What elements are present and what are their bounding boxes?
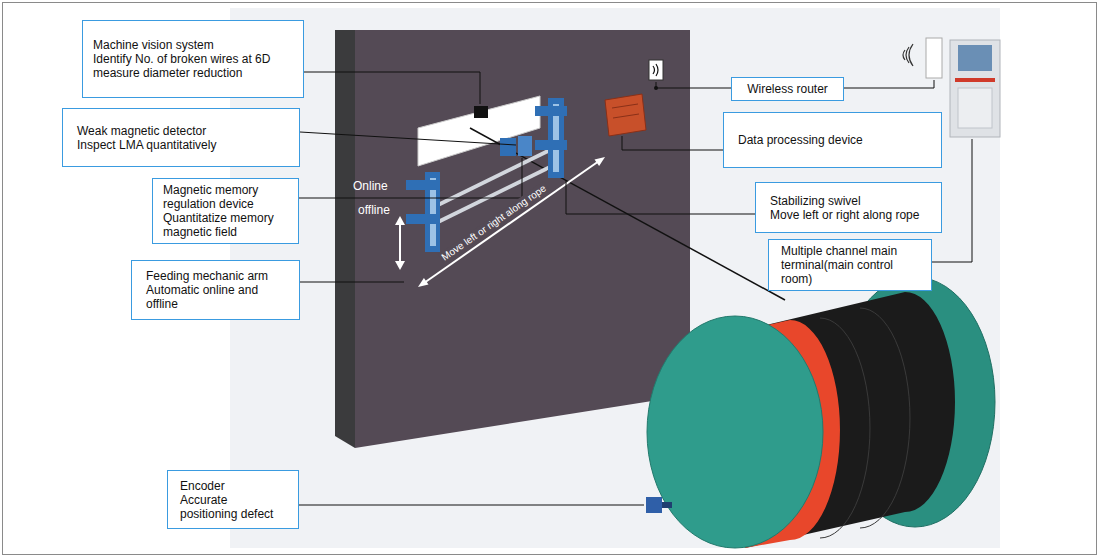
terminal: [950, 40, 1000, 137]
callout-text: Move left or right along rope: [770, 208, 927, 222]
leader-line: [299, 505, 644, 506]
leader-line: [566, 180, 755, 214]
encoder: [646, 497, 662, 513]
leader-line: [304, 72, 480, 104]
leader-line: [622, 136, 723, 150]
clamp: [535, 106, 567, 116]
scene-ground: [230, 8, 1000, 548]
callout-text: Accurate positioning defect: [180, 493, 286, 521]
memory-device: [500, 138, 516, 156]
data-device: [605, 94, 646, 136]
wifi-icon: [653, 64, 658, 76]
weak-magnetic-detector: [518, 136, 532, 156]
callout-text: Inspect LMA quantitatively: [77, 138, 285, 152]
callout-box: Wireless router: [731, 77, 844, 101]
wall-front: [355, 30, 690, 448]
router: [926, 38, 942, 78]
arrow: [399, 222, 401, 264]
spool-flange: [647, 316, 823, 548]
leader-dot: [654, 86, 658, 90]
callout-text: Automatic online and offline: [146, 283, 285, 311]
arrow-head: [595, 157, 606, 166]
callout-box: EncoderAccurate positioning defect: [167, 470, 299, 529]
callout-text: Feeding mechanic arm: [146, 269, 285, 283]
clamp: [406, 180, 440, 190]
frame: [3, 3, 1097, 555]
wall-label: Online: [353, 179, 388, 193]
callout-box: Feeding mechanic armAutomatic online and…: [131, 260, 300, 320]
callout-text: Machine vision system: [93, 38, 293, 52]
terminal: [958, 88, 992, 128]
leader-line: [300, 282, 404, 283]
terminal: [955, 78, 995, 82]
data-device: [612, 104, 638, 108]
wifi-icon: [903, 44, 913, 66]
callout-box: Multiple channel main terminal(main cont…: [768, 239, 932, 291]
callout-box: Data processing device: [723, 112, 942, 168]
leader-line: [299, 158, 522, 198]
callout-text: Stabilizing swivel: [770, 194, 927, 208]
callout-text: Wireless router: [736, 82, 839, 96]
wall-slot: [418, 96, 540, 166]
leader-line: [844, 80, 934, 88]
leader-lines: [299, 72, 972, 505]
arrow-head: [395, 261, 405, 270]
wall-label: offline: [358, 203, 390, 217]
arrow-head: [418, 278, 429, 287]
clamp: [535, 140, 567, 150]
clamp: [406, 214, 440, 224]
wifi-icon: [649, 60, 663, 80]
callout-text: Magnetic memory regulation device: [163, 183, 288, 211]
callout-box: Weak magnetic detectorInspect LMA quanti…: [62, 108, 300, 167]
callout-text: Quantitatize memory magnetic field: [163, 211, 288, 239]
callout-text: Encoder: [180, 479, 286, 493]
callout-text: Data processing device: [738, 133, 927, 147]
encoder: [662, 502, 672, 508]
callout-text: Weak magnetic detector: [77, 124, 285, 138]
callout-text: Multiple channel main terminal(main cont…: [781, 244, 919, 286]
callout-box: Stabilizing swivelMove left or right alo…: [755, 182, 942, 233]
wall-side: [335, 30, 355, 448]
callout-box: Magnetic memory regulation deviceQuantit…: [152, 178, 299, 244]
leader-line: [300, 132, 516, 145]
data-device: [613, 114, 639, 118]
arrow-head: [395, 216, 405, 225]
leader-line: [656, 82, 731, 88]
callout-text: Identify No. of broken wires at 6D measu…: [93, 52, 293, 80]
camera: [474, 106, 488, 118]
terminal-screen: [958, 45, 992, 71]
arrow: [424, 161, 599, 283]
callout-box: Machine vision systemIdentify No. of bro…: [82, 20, 304, 98]
